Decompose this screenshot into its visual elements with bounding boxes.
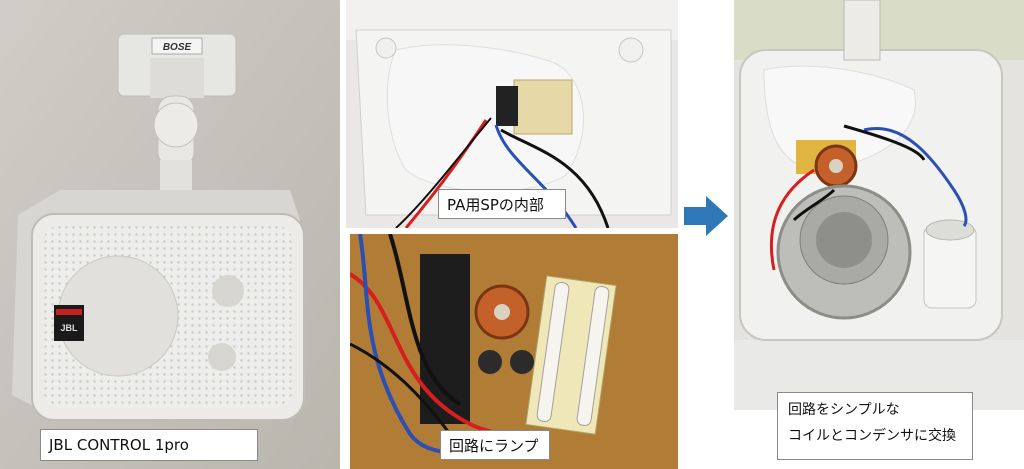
photo-jbl-speaker: BOSE JBL (0, 0, 340, 469)
circuit-lamp-illustration (350, 234, 678, 469)
modified-speaker-illustration (734, 0, 1024, 410)
svg-text:BOSE: BOSE (163, 42, 192, 53)
right-arrow-icon (684, 196, 728, 236)
photo-modified-speaker (734, 0, 1024, 410)
caption-pa-speaker-interior: PA用SPの内部 (438, 189, 566, 219)
photo-circuit-lamp (350, 234, 678, 469)
caption-simplify-line2: コイルとコンデンサに交換 (788, 428, 956, 444)
svg-text:JBL: JBL (60, 323, 78, 333)
caption-speaker-model: JBL CONTROL 1pro (40, 429, 258, 461)
caption-simplify-line1: 回路をシンプルな (788, 402, 900, 418)
photo-pa-speaker-interior (346, 0, 678, 228)
caption-circuit-lamp: 回路にランプ (440, 430, 550, 460)
jbl-speaker-illustration: BOSE JBL (0, 0, 340, 469)
pa-interior-illustration (346, 0, 678, 228)
caption-simplify: 回路をシンプルな コイルとコンデンサに交換 (777, 392, 973, 460)
